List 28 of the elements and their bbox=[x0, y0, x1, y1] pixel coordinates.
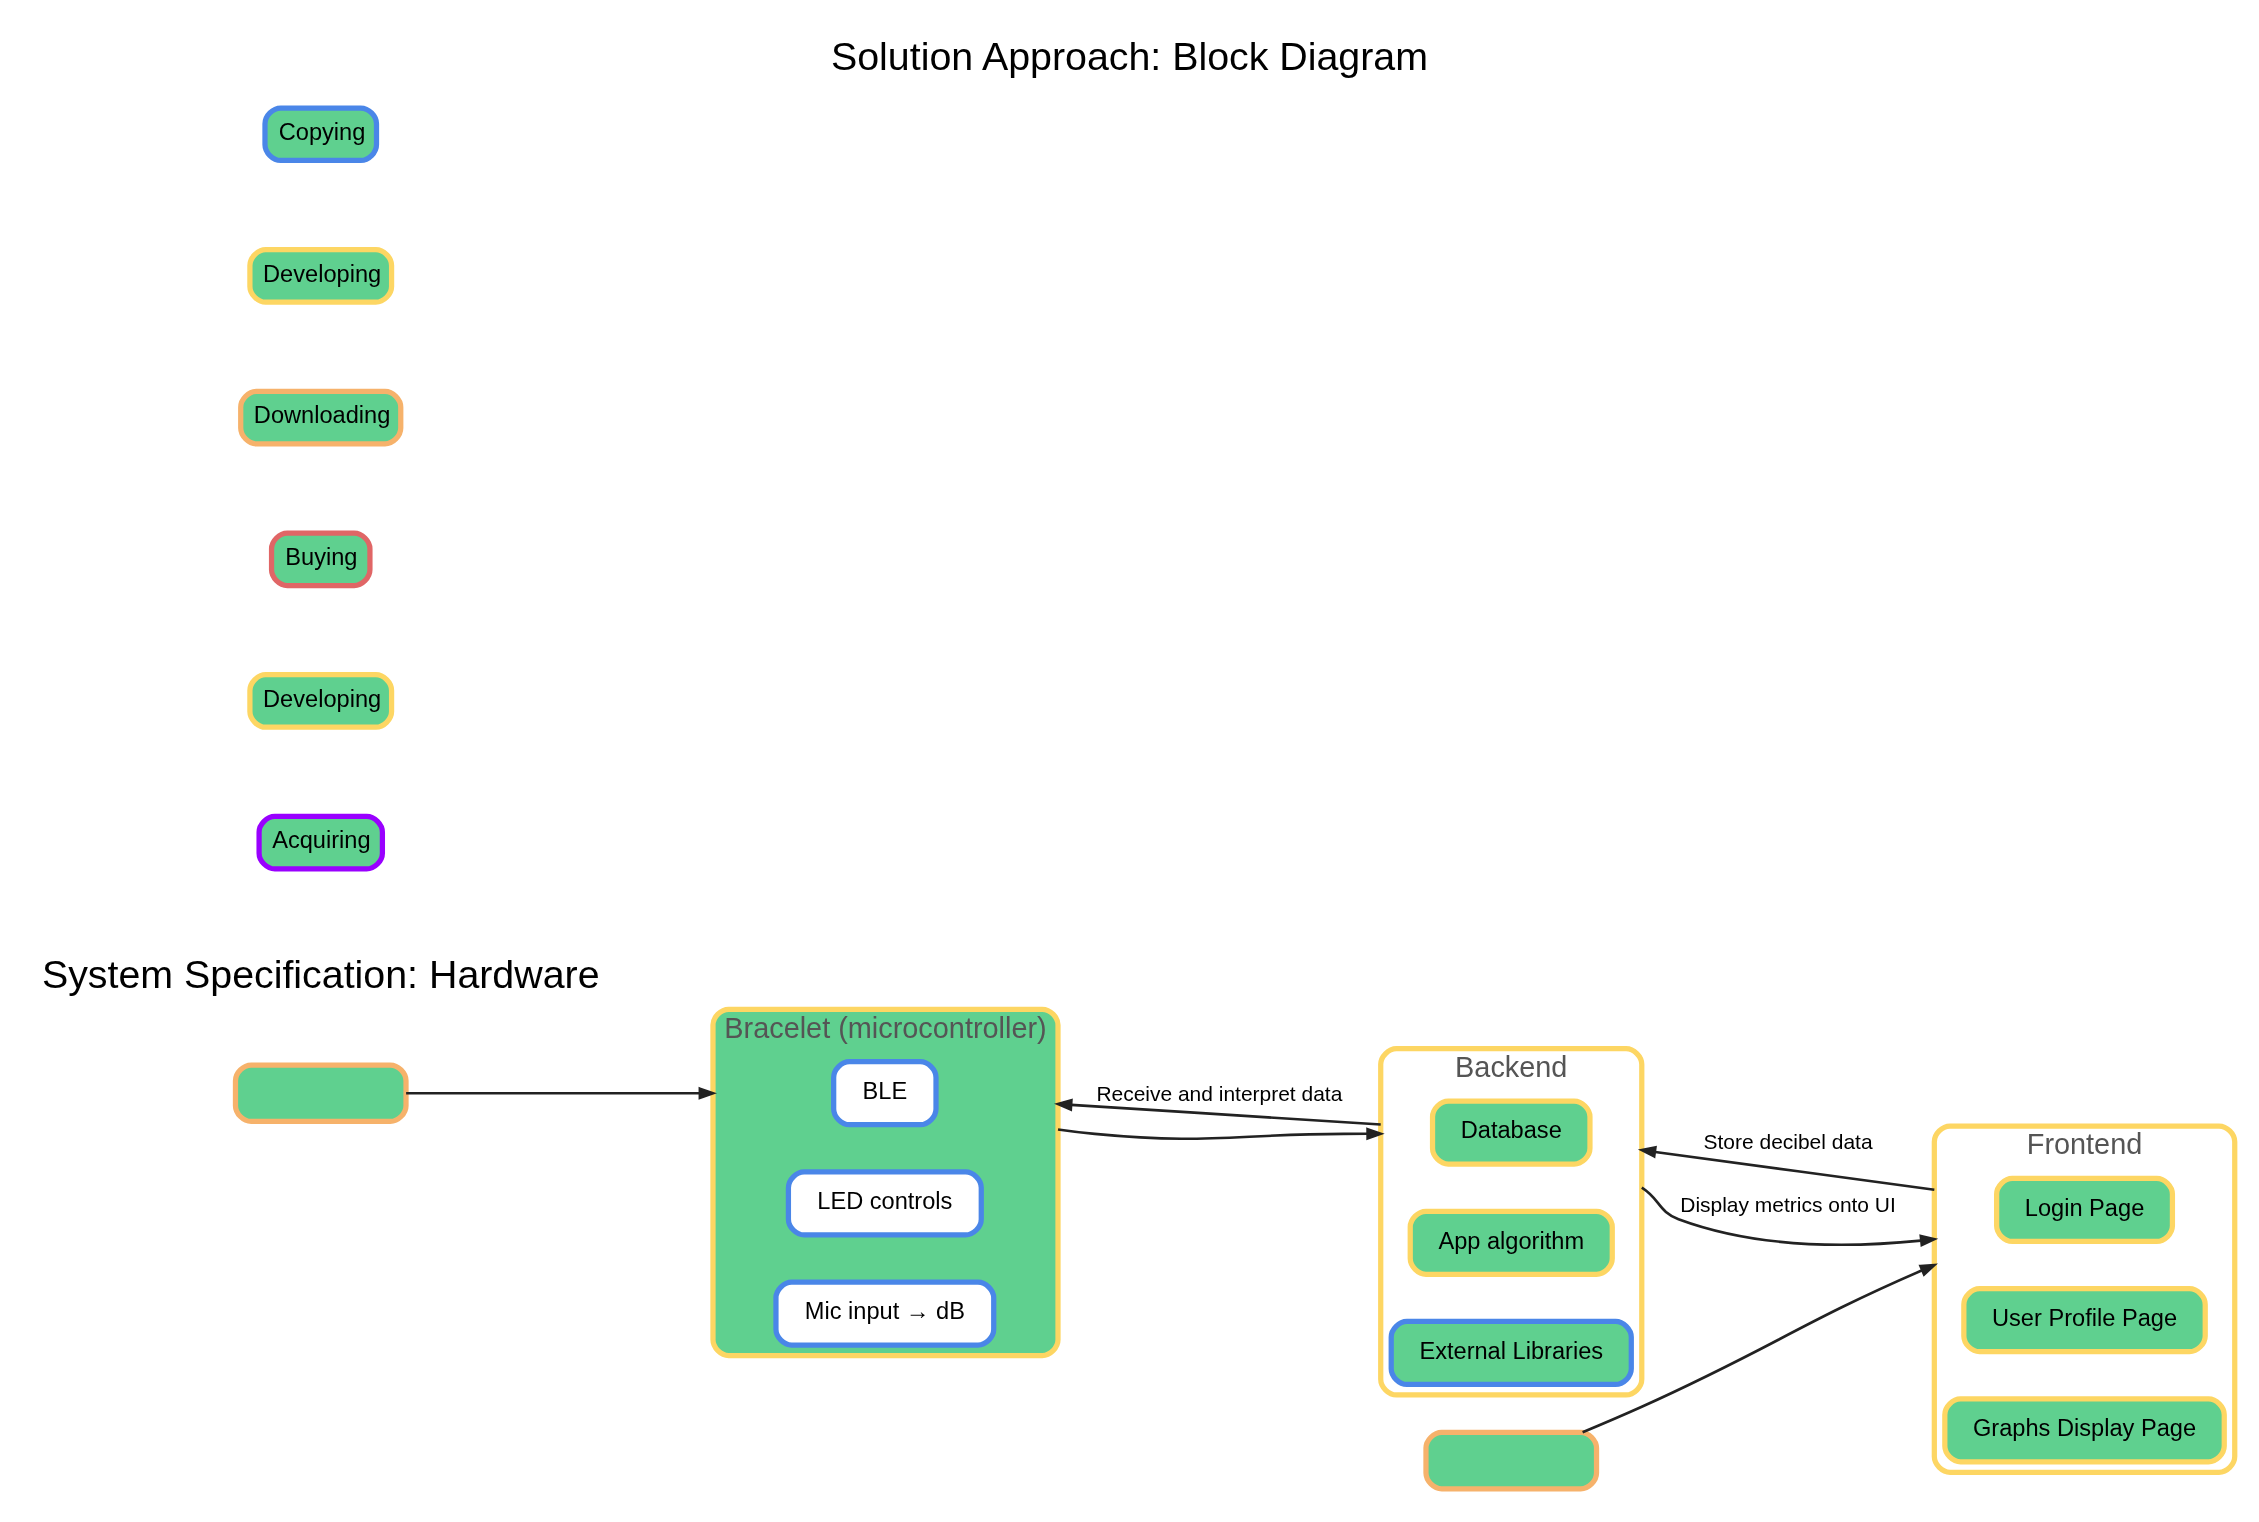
arrow bbox=[1637, 1145, 1935, 1192]
arrow bbox=[1641, 1186, 1939, 1248]
legend-label: Acquiring bbox=[272, 827, 371, 854]
edge-label: Receive and interpret data bbox=[1096, 1081, 1343, 1105]
edge-label: Display metrics onto UI bbox=[1680, 1193, 1896, 1217]
node-box: App algorithm bbox=[1407, 1208, 1615, 1277]
arrow bbox=[406, 1086, 717, 1100]
legend-label: Buying bbox=[285, 544, 358, 571]
edge-label: Store decibel data bbox=[1703, 1130, 1873, 1154]
node-box: Mic input → dB bbox=[773, 1279, 997, 1348]
legend-label: Copying bbox=[278, 119, 366, 146]
arrow bbox=[1054, 1098, 1381, 1126]
arrow bbox=[1057, 1127, 1385, 1141]
arrow bbox=[1582, 1263, 1938, 1434]
legend-label: Developing bbox=[263, 685, 382, 712]
node-box bbox=[232, 1062, 409, 1125]
node-box bbox=[1423, 1429, 1600, 1492]
legend-label: Downloading bbox=[253, 402, 391, 429]
label: System Specification: Hardware bbox=[41, 951, 600, 996]
node-box: BLE bbox=[831, 1059, 939, 1128]
node-box: Graphs Display Page bbox=[1942, 1396, 2227, 1465]
legend-label: Developing bbox=[263, 260, 382, 287]
node-box: External Libraries bbox=[1388, 1318, 1634, 1388]
node-box: Database bbox=[1429, 1098, 1593, 1167]
diagram-title: Solution Approach: Block Diagram bbox=[830, 33, 1429, 78]
node-box: User Profile Page bbox=[1961, 1286, 2208, 1355]
node-box: LED controls bbox=[785, 1169, 984, 1238]
node-box: Login Page bbox=[1994, 1175, 2176, 1245]
